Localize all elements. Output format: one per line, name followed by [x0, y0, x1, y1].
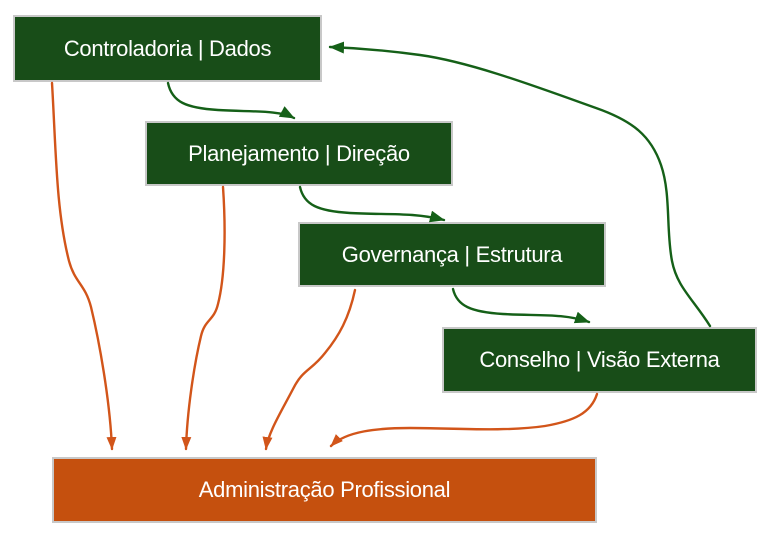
node-label-conselho: Conselho | Visão Externa — [479, 347, 720, 372]
edge-governanca-to-conselho — [451, 287, 591, 324]
edge-conselho-to-administracao — [329, 392, 599, 448]
node-planejamento-direcao: Planejamento | Direção — [145, 121, 453, 186]
node-label-administracao: Administração Profissional — [198, 477, 451, 502]
node-label-planejamento: Planejamento | Direção — [188, 140, 410, 166]
node-label-controladoria: Controladoria | Dados — [63, 35, 272, 61]
edge-planejamento-to-governanca — [298, 185, 446, 223]
node-governanca-estrutura: Governança | Estrutura — [298, 222, 606, 287]
edge-controladoria-to-administracao — [50, 81, 117, 451]
edge-planejamento-to-administracao — [181, 185, 226, 451]
edge-governanca-to-administracao — [262, 288, 357, 451]
node-administracao-profissional: Administração Profissional — [52, 457, 597, 523]
node-controladoria-dados: Controladoria | Dados — [13, 15, 322, 82]
node-conselho-visao-externa: Conselho | Visão Externa — [442, 327, 757, 393]
edge-controladoria-to-planejamento — [166, 81, 296, 120]
node-label-governanca: Governança | Estrutura — [341, 241, 563, 267]
